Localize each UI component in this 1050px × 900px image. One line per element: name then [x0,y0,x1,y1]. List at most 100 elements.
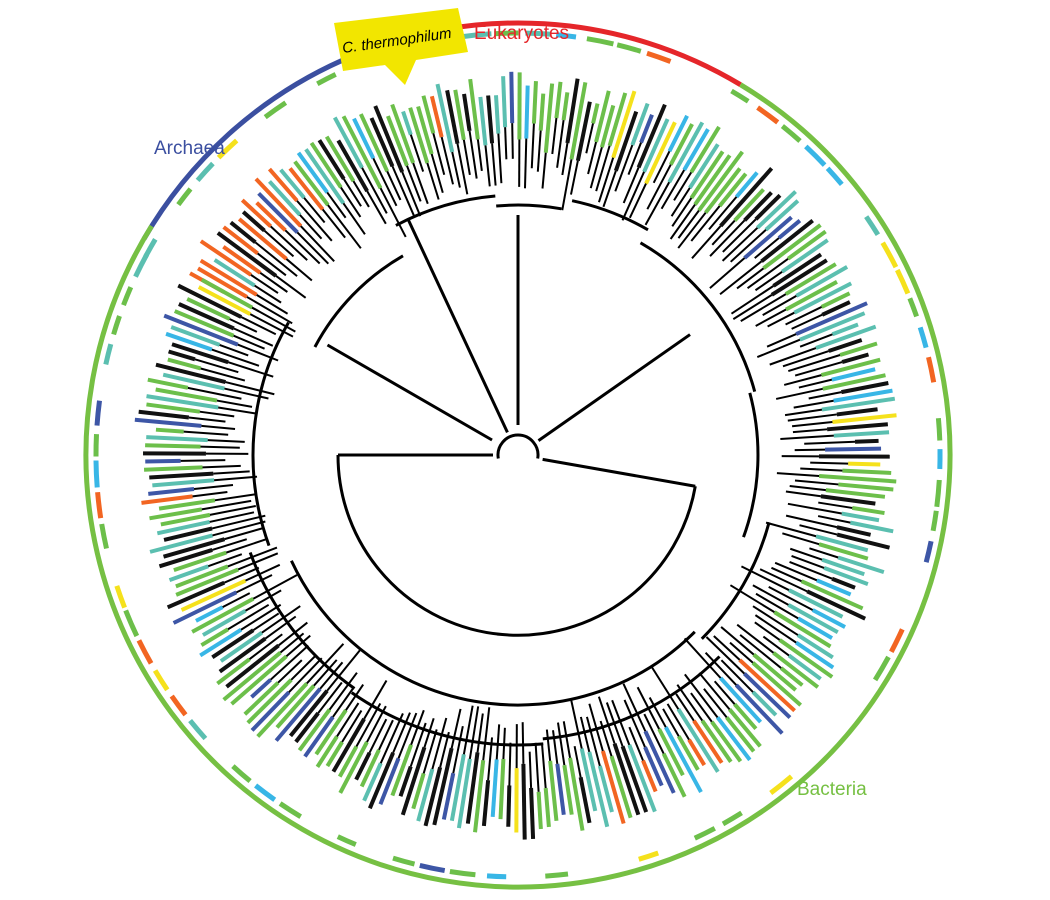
tip-bar [435,83,455,153]
tip-bar [490,759,499,817]
tip-bar [171,342,229,365]
tip-branch [675,693,695,722]
tip-bar [441,772,456,820]
tip-branch [530,123,535,169]
tip-bar [162,537,226,559]
tip-branch [468,706,480,760]
tip-branch [336,702,360,737]
tip-branch [768,586,814,611]
annotation-ring-segment [316,72,337,86]
tip-branch [561,159,573,211]
tip-branch [288,657,323,693]
tip-branch [783,374,822,386]
tip-bar [548,760,559,822]
tip-bar [719,676,763,724]
annotation-ring-segment [392,855,416,867]
tip-branch [397,712,418,759]
annotation-ring-segment [254,783,277,802]
tip-branch [523,138,528,189]
tip-branch [611,699,631,746]
tip-branch [754,237,780,259]
tip-branch [808,391,842,400]
tip-bar [445,89,460,144]
tip-bar [793,281,853,315]
tip-branch [691,225,722,260]
tip-bar [400,746,427,816]
tip-bar [780,238,829,274]
tip-bar [255,201,287,232]
tip-bar [149,507,203,521]
tip-bar [155,387,218,403]
tip-bar [841,511,880,523]
tip-bar [644,121,677,185]
tip-bar [134,417,202,428]
tip-bar [773,610,832,649]
annotation-ring-segment [926,356,937,383]
tree-branch [326,343,493,442]
tip-branch [730,285,775,315]
tip-bar [743,215,793,260]
tip-bar [554,81,563,119]
tip-branch [366,190,387,225]
tip-branch [597,696,616,744]
tip-branch [476,713,484,753]
tip-branch [669,203,696,240]
tip-branch [219,343,249,357]
tip-branch [225,538,267,554]
tip-bar [165,331,213,352]
tip-bar [643,746,664,787]
tip-bar [841,352,870,364]
tip-bar [818,542,869,561]
tip-branch [740,293,787,323]
tip-branch [306,643,345,685]
annotation-ring-segment [889,628,905,653]
tip-bar [432,747,454,826]
tip-bar [836,525,872,537]
tip-branch [327,204,362,249]
tip-branch [729,641,754,664]
tip-bar [149,471,214,480]
tip-bar [155,362,227,385]
tip-branch [450,708,462,749]
tip-bar [297,708,332,752]
tip-branch [222,592,251,609]
tip-bar [643,730,676,794]
tip-bar [314,709,348,756]
annotation-ring-segment [586,36,614,47]
tip-branch [432,133,446,176]
tip-branch [207,553,243,568]
tip-branch [216,399,253,408]
tip-bar [536,791,543,830]
tip-branch [746,257,789,290]
annotation-ring-segment [494,30,519,37]
tip-bar [156,519,211,536]
tip-bar [359,113,390,173]
tip-bar [152,478,215,488]
tip-bar [146,394,219,410]
tip-branch [756,338,801,359]
annotation-ring-segment [93,433,99,457]
tip-bar [145,458,181,464]
tip-bar [241,210,266,233]
tip-branch [313,659,338,687]
tip-branch [240,316,277,336]
tip-bar [806,589,867,621]
tip-branch [804,440,856,445]
tip-branch [250,274,279,294]
tip-bar [667,121,705,184]
tip-branch [789,561,833,580]
annotation-ring-segment [780,124,802,143]
tip-bar [501,76,508,128]
annotation-ring-segment [336,834,357,847]
tip-branch [412,162,429,205]
annotation-ring-segment [136,639,154,665]
tip-branch [628,183,647,219]
tip-bar [256,682,309,738]
tip-bar [820,494,876,506]
tip-branch [252,574,298,600]
tip-bar [777,219,802,240]
tip-bar [719,167,774,228]
tip-bar [481,779,491,827]
tip-branch [482,707,491,761]
tip-bar [168,349,196,362]
